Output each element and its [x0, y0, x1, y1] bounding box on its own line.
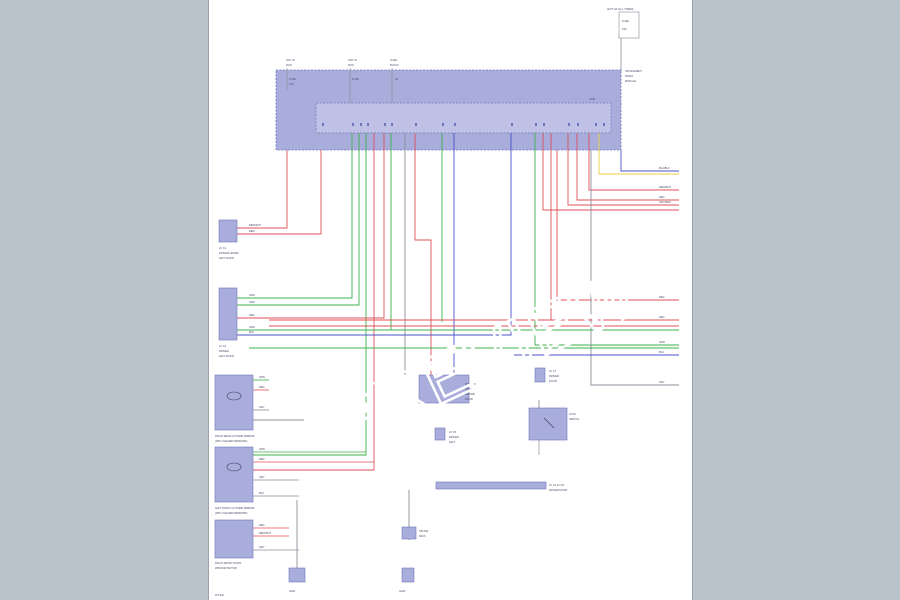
svg-text:RED: RED: [659, 315, 665, 319]
svg-text:RED/WHT: RED/WHT: [249, 223, 262, 227]
top-fuse-label-1: HOT AT ALL TIMES: [607, 7, 633, 11]
connector-s1-label-3: LEFT: [449, 440, 456, 444]
module-label-3: MODULE: [625, 79, 636, 83]
ground-2-label: G202: [399, 589, 406, 593]
top-fuse-box: [618, 11, 640, 39]
svg-text:GRN: GRN: [249, 300, 255, 304]
ground-connector-2: [401, 567, 415, 583]
svg-text:GRN: GRN: [259, 375, 265, 379]
small-connector-s1: [434, 427, 446, 441]
bus-connector-label-1: LF C4 LF C8: [549, 483, 564, 487]
right-connector-label-1: LF C7: [549, 369, 557, 373]
top-fuse-label-2: FUSE: [622, 19, 629, 23]
window-motor-label-2: WINDOW MOTOR: [215, 566, 237, 570]
fuse-a-label-3: FUSE: [289, 77, 296, 81]
mirror-motor-2: [214, 446, 254, 503]
fuse-a-label-1: HOT IN: [286, 58, 295, 62]
splice-pack-label-1: SPLICE: [419, 529, 428, 533]
svg-text:RED: RED: [259, 457, 265, 461]
left-connector-1-label-2: DRIVER UPPER: [219, 251, 239, 255]
mirror-motor-1-label-1: RIGHT REAR OUTSIDE MIRROR: [215, 434, 255, 438]
svg-text:GRY: GRY: [659, 380, 665, 384]
right-connector: [534, 367, 546, 383]
svg-text:RED/WHT: RED/WHT: [659, 185, 672, 189]
motor-wires: [253, 379, 374, 551]
svg-text:RED: RED: [259, 523, 265, 527]
svg-text:GRY: GRY: [259, 545, 265, 549]
module-label-1: INSTRUMENT: [625, 69, 642, 73]
svg-text:GRY: GRY: [259, 405, 265, 409]
wire-code-labels: RED/WHT RED GRN GRN RED GRN BLU BLU/BLK …: [249, 166, 672, 549]
fuse-b-label-3: FUSE: [352, 77, 359, 81]
motor-2-symbol: [226, 462, 242, 472]
bus-connector: [435, 481, 547, 490]
fuse-b-label-2: RUN: [348, 63, 354, 67]
svg-text:GRY/RED: GRY/RED: [659, 200, 671, 204]
mirror-motor-2-label-2: (WITH HEATED MIRRORS): [215, 511, 248, 515]
svg-text:RED: RED: [659, 195, 665, 199]
svg-text:GRY: GRY: [259, 475, 265, 479]
right-connector-label-2: DRIVER: [549, 374, 559, 378]
splice-pack-label-2: PACK: [419, 534, 426, 538]
connector-s1-label-2: DRIVER: [449, 435, 459, 439]
svg-text:RED: RED: [259, 385, 265, 389]
svg-text:BLU/BLK: BLU/BLK: [659, 166, 670, 170]
fuse-c-label-1: FUSE: [390, 58, 397, 62]
left-connector-1: [218, 219, 238, 243]
lock-switch-symbol: [543, 417, 555, 429]
svg-text:BLU: BLU: [249, 330, 254, 334]
mirror-switch-label-2: SWITCH: [465, 387, 475, 391]
ground-connector-1: [288, 567, 306, 583]
svg-text:RED: RED: [659, 295, 665, 299]
left-connector-1-label-3: LEFT DOOR: [219, 256, 234, 260]
module-label-2: PANEL: [625, 74, 634, 78]
window-motor-label-1: RIGHT FRONT DOOR: [215, 561, 241, 565]
svg-text:GRN: GRN: [249, 325, 255, 329]
lock-switch-label-1: LOCK: [569, 412, 576, 416]
lock-switch: [528, 407, 568, 441]
connector-c200: [315, 102, 612, 134]
fuse-c-label-3: 5A: [395, 77, 398, 81]
connector-s1-label-1: LF C5: [449, 430, 457, 434]
svg-text:RED: RED: [249, 229, 255, 233]
fuse-b-label-1: HOT IN: [348, 58, 357, 62]
mirror-motor-2-label-1: LEFT FRONT OUTSIDE MIRROR: [215, 506, 255, 510]
mirror-switch-module: [418, 374, 470, 404]
splice-pack: [401, 526, 417, 540]
left-connector-2: [218, 287, 238, 341]
mirror-switch-label-1: MIRROR: [465, 382, 476, 386]
svg-text:GRN: GRN: [259, 447, 265, 451]
mirror-switch-label-3: DRIVER: [465, 392, 475, 396]
svg-text:BLK: BLK: [259, 491, 264, 495]
svg-text:GRN: GRN: [249, 293, 255, 297]
left-connector-1-label-1: LF C1: [219, 246, 227, 250]
fuse-a-label-2: RUN: [286, 63, 292, 67]
svg-text:GRN: GRN: [659, 340, 665, 344]
mirror-motor-1-label-2: (WITH HEATED MIRRORS): [215, 439, 248, 443]
bus-connector-label-2: DRIVER DOOR: [549, 488, 567, 492]
sheet-footer-code: WT-901: [215, 593, 225, 597]
preview-watermark: PREVIEW: [321, 254, 650, 461]
svg-text:BLU: BLU: [659, 350, 664, 354]
window-motor: [214, 519, 254, 559]
connector-c200-label: C200: [589, 97, 596, 101]
left-connector-2-label-1: LF C2: [219, 344, 227, 348]
lock-switch-label-2: SWITCH: [569, 417, 579, 421]
mirror-motor-1: [214, 374, 254, 431]
ground-1-label: G201: [289, 589, 296, 593]
motor-1-symbol: [226, 391, 242, 401]
left-connector-2-label-3: LEFT DOOR: [219, 354, 234, 358]
svg-text:RED: RED: [249, 313, 255, 317]
fuse-a-label-4: 10A: [289, 82, 294, 86]
top-fuse-label-3: 15A: [622, 27, 627, 31]
fuse-c-label-2: BLOCK: [390, 63, 399, 67]
left-connector-2-label-2: DRIVER: [219, 349, 229, 353]
module-wires: [237, 133, 679, 568]
svg-text:RED/WHT: RED/WHT: [259, 531, 272, 535]
mirror-switch-label-4: DOOR: [465, 397, 473, 401]
diagram-sheet: HOT AT ALL TIMES FUSE 15A C200 INSTRUMEN…: [208, 0, 693, 600]
connector-pins: [322, 123, 605, 126]
wiring-diagram: HOT AT ALL TIMES FUSE 15A C200 INSTRUMEN…: [214, 7, 679, 597]
right-connector-label-3: DOOR: [549, 379, 557, 383]
